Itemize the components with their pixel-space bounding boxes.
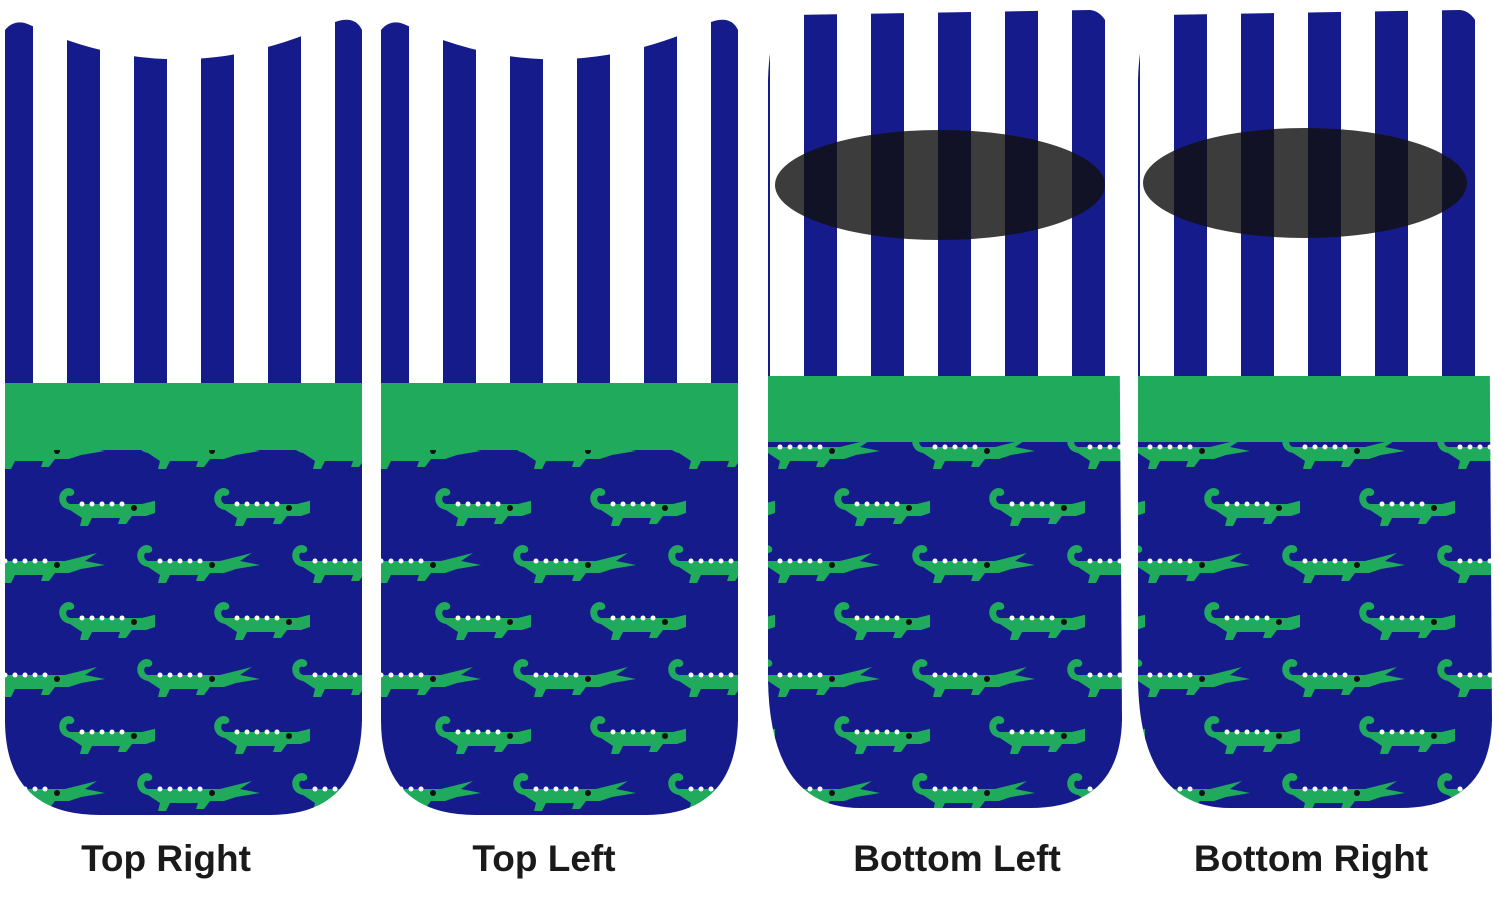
stripe-section bbox=[381, 19, 738, 383]
green-band bbox=[768, 376, 1122, 442]
alligator-pattern bbox=[5, 450, 362, 816]
label-top-left: Top Left bbox=[472, 838, 616, 879]
green-band bbox=[1138, 376, 1492, 442]
heel-patch bbox=[775, 130, 1105, 240]
label-top-right: Top Right bbox=[81, 838, 251, 879]
label-bottom-left: Bottom Left bbox=[853, 838, 1061, 879]
alligator-pattern bbox=[1138, 442, 1492, 808]
sock-top-left bbox=[381, 19, 738, 816]
sock-bottom-left bbox=[768, 10, 1122, 808]
label-bottom-right: Bottom Right bbox=[1193, 838, 1429, 879]
green-band bbox=[5, 383, 362, 450]
sock-top-right bbox=[5, 19, 362, 816]
heel-patch bbox=[1143, 128, 1467, 238]
sock-bottom-right bbox=[1138, 10, 1492, 808]
alligator-pattern bbox=[381, 450, 738, 816]
stripe-section bbox=[5, 19, 362, 383]
green-band bbox=[381, 383, 738, 450]
alligator-pattern bbox=[768, 442, 1122, 808]
